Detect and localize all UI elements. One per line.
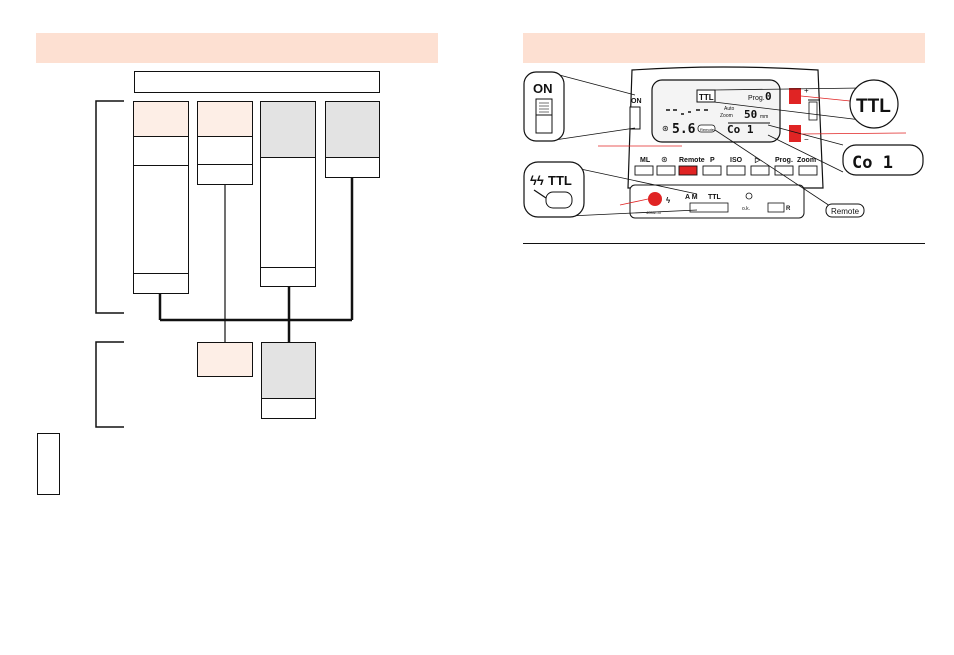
aperture-value: 5.6 <box>672 122 696 137</box>
callout-line-on-1 <box>547 71 636 96</box>
callout-co1-label: Co 1 <box>852 153 893 173</box>
distance-scale-dashes <box>666 109 708 115</box>
btn-p <box>702 165 722 176</box>
mm-label: mm <box>760 114 768 120</box>
callout-ttl-label: TTL <box>856 96 891 117</box>
plus-red-control <box>789 88 801 104</box>
callout-flashttl-switch <box>545 191 573 209</box>
btn-aperture <box>656 165 676 176</box>
column-1-row-2 <box>134 137 188 166</box>
prog-digit: 0 <box>765 90 772 103</box>
ok-lamp <box>745 192 753 200</box>
callout-flashttl-bubble <box>523 161 585 218</box>
result-box-1 <box>197 342 253 377</box>
column-1-header <box>134 102 188 137</box>
btn-ml-label: ML <box>640 157 651 164</box>
remote-small-label: Remote <box>700 127 715 132</box>
r-label: R <box>786 206 791 212</box>
btn-prog-label: Prog. <box>775 157 793 164</box>
column-3-footer <box>261 267 315 287</box>
mode-switch <box>689 202 729 213</box>
column-4-header <box>326 102 379 158</box>
lcd-code-small: Co 1 <box>727 123 754 136</box>
callout-line-ttl-1 <box>713 87 862 91</box>
callout-line-co1-2 <box>767 134 844 173</box>
column-2-header <box>198 102 252 137</box>
callout-remote-bubble <box>825 203 865 218</box>
power-switch <box>629 106 641 130</box>
ttl-badge: TTL <box>699 93 714 102</box>
callout-red-minus <box>800 132 907 135</box>
prog-label: Prog. <box>748 95 765 102</box>
result-box-2 <box>261 342 316 419</box>
right-separator-line <box>523 243 925 244</box>
callout-line-co1-1 <box>767 124 844 146</box>
zoom-small-label: Zoom <box>720 113 733 119</box>
column-2-row-2 <box>198 137 252 165</box>
bolt-icon: ϟ <box>666 196 671 205</box>
callout-flashttl-label: TTL <box>548 173 572 188</box>
callout-line-ttl-2 <box>713 101 862 121</box>
power-on-label: ON <box>631 98 642 105</box>
ready-lamp <box>648 192 662 206</box>
btn-play <box>750 165 770 176</box>
btn-remote <box>678 165 698 176</box>
btn-zoom-label: Zoom <box>797 157 816 164</box>
btn-ml <box>634 165 654 176</box>
callout-red-lamp <box>619 198 649 206</box>
btn-zoom <box>798 165 818 176</box>
result-box-2-header <box>262 343 315 399</box>
lower-panel <box>629 184 805 219</box>
legend-box <box>37 433 60 495</box>
mode-label: A M <box>685 194 698 201</box>
auto-label: Auto <box>724 106 735 112</box>
remote-small-box <box>697 124 716 133</box>
callout-bolt-icon: ϟϟ <box>530 173 544 188</box>
column-1 <box>133 101 189 294</box>
callout-on-label: ON <box>533 81 553 96</box>
minus-red-control <box>789 125 801 142</box>
lcd-window <box>651 79 781 143</box>
column-4 <box>325 101 380 178</box>
column-3-header <box>261 102 315 158</box>
zoom-value: 50 <box>744 108 757 121</box>
callout-ttl-bubble <box>849 79 899 129</box>
btn-remote-label: Remote <box>679 157 705 164</box>
btn-iso <box>726 165 746 176</box>
side-slider <box>808 101 818 121</box>
top-bar <box>134 71 380 93</box>
callout-line-remote <box>714 129 831 207</box>
callout-remote-label: Remote <box>831 207 860 216</box>
btn-p-label: P <box>710 157 715 164</box>
bracket-top-group <box>95 100 124 314</box>
minus-sign: − <box>804 135 809 144</box>
aperture-icon: ⊛ <box>662 124 669 133</box>
right-section-header <box>523 33 925 63</box>
callout-line-on-2 <box>547 127 636 142</box>
btn-aperture-icon: ⊛ <box>661 155 668 164</box>
ttl-badge-box <box>696 89 716 103</box>
timer-switch <box>767 202 785 213</box>
plus-sign: + <box>804 86 809 95</box>
callout-co1-bubble <box>842 144 924 176</box>
ok-label: o.k. <box>742 206 750 212</box>
column-3 <box>260 101 316 287</box>
model-label: 40MZ-3i <box>646 210 661 215</box>
btn-play-label: ▷ <box>754 157 761 164</box>
btn-prog <box>774 165 794 176</box>
left-section-header <box>36 33 438 63</box>
ttl-mode-label: TTL <box>708 194 722 201</box>
column-1-footer <box>134 273 188 294</box>
column-2 <box>197 101 253 185</box>
btn-iso-label: ISO <box>730 157 743 164</box>
bracket-bottom-group <box>95 341 124 428</box>
